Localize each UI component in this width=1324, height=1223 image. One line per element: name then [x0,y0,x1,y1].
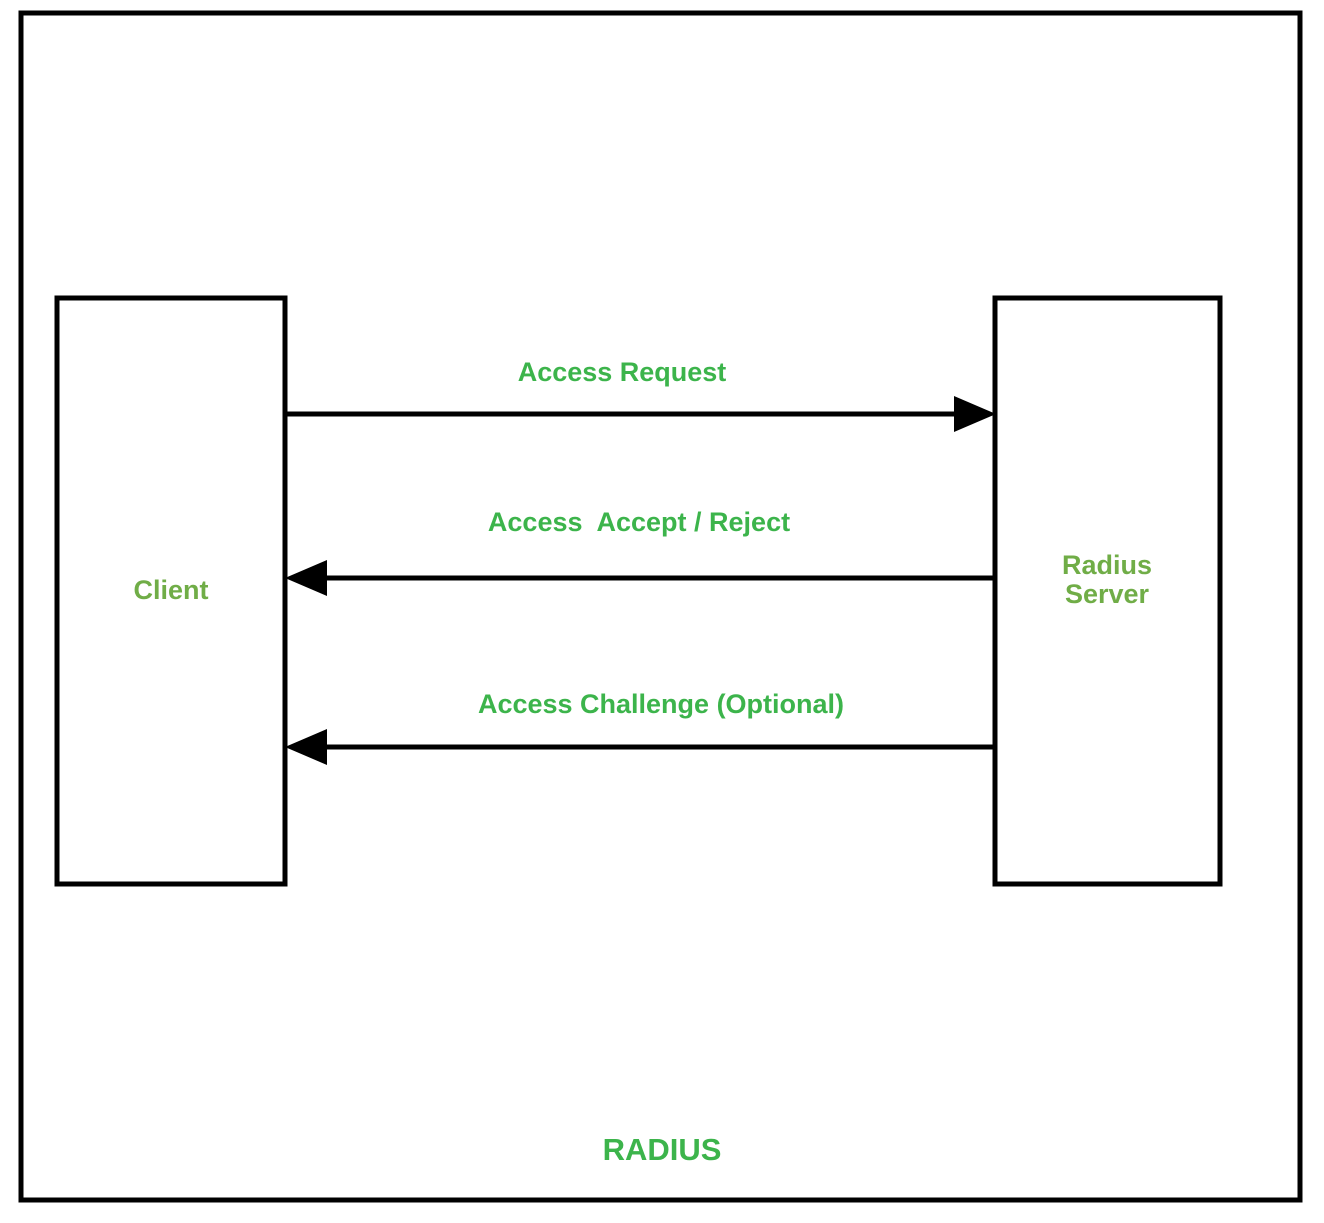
flow-arrow-access-challenge [285,729,993,765]
diagram-title: RADIUS [602,1132,722,1167]
flow-arrow-access-request [287,396,996,432]
flow-label-access-accept-reject: Access Accept / Reject [487,507,791,537]
flow-label-access-request: Access Request [517,357,727,387]
node-label-radius-server-line1: Radius [1061,550,1153,580]
flow-label-access-challenge: Access Challenge (Optional) [477,689,845,719]
flow-arrow-access-accept-reject [285,560,993,596]
node-label-radius-server-line2: Server [1064,579,1150,610]
radius-server-node-box [992,295,1223,887]
node-label-client: Client [133,575,209,605]
client-node-box [54,295,288,887]
